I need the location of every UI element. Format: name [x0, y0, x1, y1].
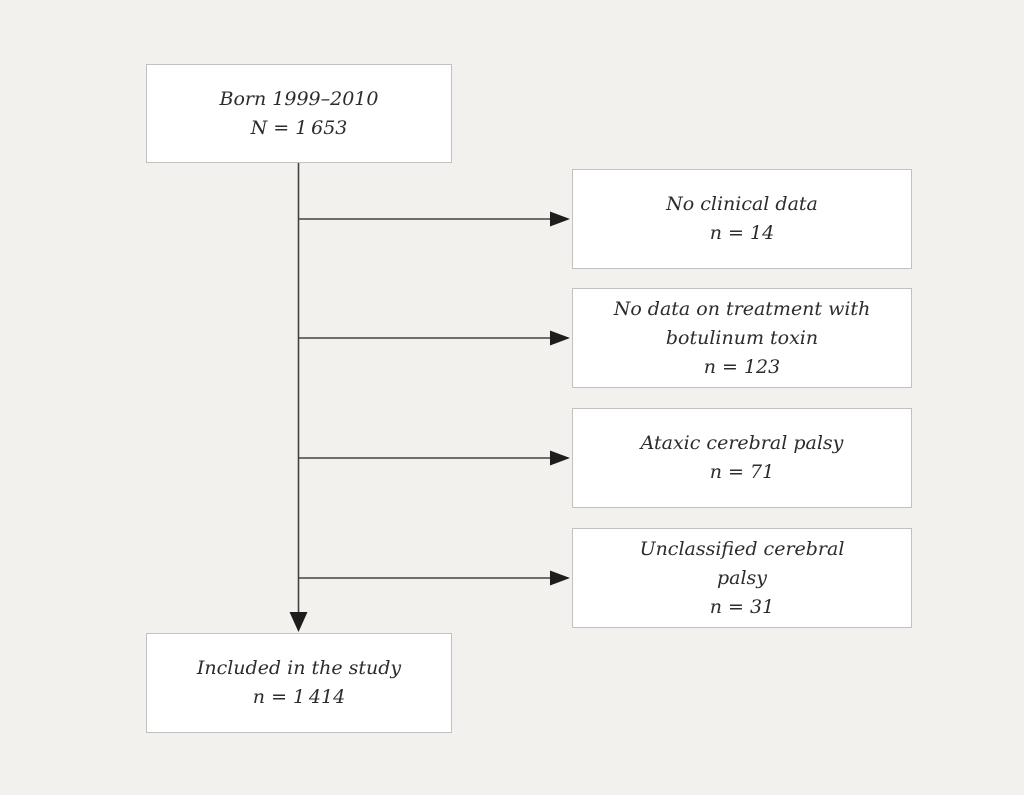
arrowhead-right-2-icon: [550, 330, 570, 346]
flow-node-label: No clinical data: [666, 193, 818, 215]
flow-node-label: Ataxic cerebral palsy: [640, 432, 844, 454]
flow-node-count: n = 123: [703, 355, 781, 378]
flow-node-exclusion-no-treatment-data: No data on treatment with botulinum toxi…: [572, 288, 912, 388]
flow-node-label: Born 1999–2010: [219, 87, 379, 110]
flow-node-count: n = 31: [709, 595, 775, 618]
flow-node-exclusion-no-clinical-data: No clinical data n = 14: [572, 169, 912, 269]
flow-node-count: n = 14: [709, 222, 775, 244]
flow-node-exclusion-unclassified-cp: Unclassified cerebral palsy n = 31: [572, 528, 912, 628]
arrowhead-down-icon: [289, 612, 308, 632]
flow-node-label: Included in the study: [196, 657, 402, 679]
flow-node-count: N = 1 653: [250, 116, 348, 139]
flow-node-label: Unclassified cerebral palsy: [639, 537, 845, 589]
flow-node-included: Included in the study n = 1 414: [146, 633, 452, 733]
flow-node-start: Born 1999–2010 N = 1 653: [146, 64, 452, 163]
arrowhead-right-1-icon: [550, 211, 570, 227]
flow-node-label: No data on treatment with botulinum toxi…: [613, 297, 871, 349]
arrowhead-right-4-icon: [550, 570, 570, 586]
flow-node-exclusion-ataxic-cp: Ataxic cerebral palsy n = 71: [572, 408, 912, 508]
flow-node-count: n = 1 414: [252, 686, 346, 708]
flow-node-count: n = 71: [709, 461, 775, 483]
arrowhead-right-3-icon: [550, 450, 570, 466]
